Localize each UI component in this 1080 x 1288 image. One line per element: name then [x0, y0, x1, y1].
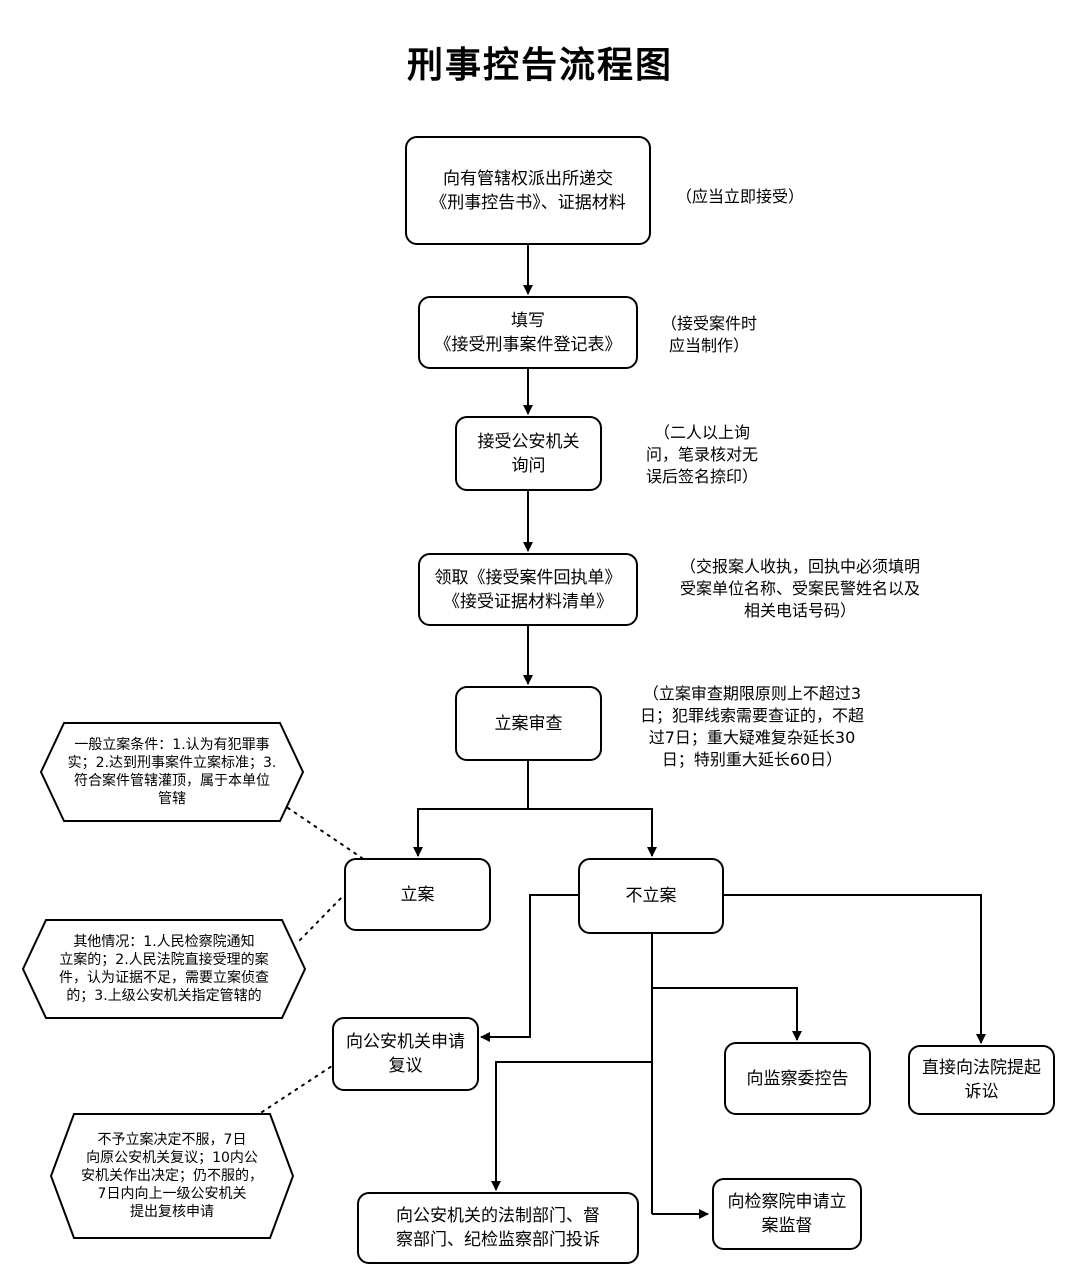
complaint-node-line2: 察部门、纪检监察部门投诉 [396, 1230, 600, 1250]
receipt-node: 领取《接受案件回执单》《接受证据材料清单》 [418, 553, 638, 626]
review-node: 立案审查 [455, 686, 602, 761]
receipt-note: （交报案人收执，回执中必须填明 受案单位名称、受案民警姓名以及 相关电话号码） [650, 556, 950, 622]
reconsider-node-line1: 向公安机关申请 [346, 1032, 465, 1052]
fill-form-note-line2: 应当制作） [668, 336, 749, 355]
procuratorate-node-line1: 向检察院申请立 [727, 1192, 847, 1212]
reconsider-rules-line3: 安机关作出决定；仍不服的， [81, 1168, 263, 1184]
other-cases-line4: 的；3.上级公安机关指定管辖的 [66, 988, 262, 1004]
general-conditions-hexagon: 一般立案条件：1.认为有犯罪事 实；2.达到刑事案件立案标准；3. 符合案件管辖… [40, 722, 304, 822]
other-cases-hexagon: 其他情况：1.人民检察院通知 立案的；2.人民法院直接受理的案 件，认为证据不足… [22, 919, 306, 1019]
general-conditions-line4: 管辖 [158, 791, 186, 807]
no-file-node: 不立案 [578, 858, 724, 934]
court-node-line2: 诉讼 [964, 1082, 999, 1102]
inquiry-note-line1: （二人以上询 [653, 423, 750, 442]
inquiry-note-line3: 误后签名捺印） [645, 467, 758, 486]
fill-form-node: 填写《接受刑事案件登记表》 [418, 296, 638, 369]
dotted-link-general [287, 807, 363, 859]
other-cases-line1: 其他情况：1.人民检察院通知 [73, 934, 255, 950]
review-note-line2: 日；犯罪线索需要查证的，不超 [639, 706, 864, 725]
court-node: 直接向法院提起诉讼 [908, 1045, 1055, 1115]
dotted-link-reconsider [261, 1065, 333, 1113]
file-case-node-line1: 立案 [400, 884, 435, 905]
other-cases-line2: 立案的；2.人民法院直接受理的案 [59, 952, 269, 968]
submit-node-line1: 向有管辖权派出所递交 [443, 168, 613, 189]
fill-form-note-line1: （接受案件时 [660, 314, 757, 333]
receipt-node-line2: 《接受证据材料清单》 [443, 591, 613, 612]
hexagon-shape [40, 722, 304, 822]
fill-form-node-line2: 《接受刑事案件登记表》 [434, 334, 622, 355]
review-note-line4: 日；特别重大延长60日） [661, 750, 843, 769]
submit-node-line2: 《刑事控告书》、证据材料 [430, 192, 626, 213]
complaint-node: 向公安机关的法制部门、督察部门、纪检监察部门投诉 [357, 1192, 639, 1264]
edge-trunk-committee [652, 987, 802, 1041]
receipt-note-line3: 相关电话号码） [743, 601, 856, 620]
review-node-line1: 立案审查 [494, 713, 563, 734]
procuratorate-node: 向检察院申请立案监督 [712, 1178, 862, 1250]
receipt-node-line1: 领取《接受案件回执单》 [434, 567, 622, 588]
complaint-node-line1: 向公安机关的法制部门、督 [396, 1206, 600, 1226]
hexagon-shape [22, 919, 306, 1019]
file-case-node: 立案 [344, 858, 491, 931]
inquiry-node-line1: 接受公安机关 [477, 431, 580, 452]
reconsider-rules-line5: 提出复核申请 [130, 1204, 214, 1220]
general-conditions-line3: 符合案件管辖灌顶，属于本单位 [74, 773, 270, 789]
general-conditions-line2: 实；2.达到刑事案件立案标准；3. [67, 755, 277, 771]
edge-review-split [413, 761, 529, 857]
supervision-committee-node-line1: 向监察委控告 [746, 1068, 849, 1089]
fill-form-note: （接受案件时 应当制作） [648, 313, 770, 357]
inquiry-note: （二人以上询 问，笔录核对无 误后签名捺印） [632, 422, 772, 488]
inquiry-node-line2: 询问 [511, 455, 546, 476]
inquiry-node: 接受公安机关询问 [455, 416, 602, 491]
reconsider-rules-line1: 不予立案决定不服，7日 [97, 1132, 247, 1148]
reconsider-rules-line2: 向原公安机关复议；10内公 [86, 1150, 258, 1166]
fill-form-node-line1: 填写 [511, 310, 545, 331]
edge-trunk-complaint [491, 1061, 652, 1191]
submit-node: 向有管辖权派出所递交《刑事控告书》、证据材料 [405, 136, 651, 245]
inquiry-note-line2: 问，笔录核对无 [645, 445, 758, 464]
review-note: （立案审查期限原则上不超过3 日；犯罪线索需要查证的，不超 过7日；重大疑难复杂… [612, 683, 892, 771]
general-conditions-line1: 一般立案条件：1.认为有犯罪事 [74, 737, 270, 753]
court-node-line1: 直接向法院提起 [922, 1058, 1041, 1078]
reconsider-node-line2: 复议 [388, 1056, 423, 1076]
page-title: 刑事控告流程图 [406, 45, 673, 86]
no-file-node-line1: 不立案 [625, 886, 677, 906]
submit-note-line1: （应当立即接受） [675, 187, 804, 206]
reconsider-node: 向公安机关申请复议 [332, 1017, 479, 1091]
receipt-note-line1: （交报案人收执，回执中必须填明 [679, 557, 920, 576]
reconsider-rules-hexagon: 不予立案决定不服，7日 向原公安机关复议；10内公 安机关作出决定；仍不服的， … [50, 1113, 294, 1239]
review-note-line3: 过7日；重大疑难复杂延长30 [648, 728, 856, 747]
receipt-note-line2: 受案单位名称、受案民警姓名以及 [679, 579, 920, 598]
supervision-committee-node: 向监察委控告 [724, 1042, 871, 1115]
edge-nofile-court [724, 894, 986, 1044]
reconsider-rules-line4: 7日内向上一级公安机关 [97, 1186, 247, 1202]
submit-note: （应当立即接受） [660, 186, 820, 208]
other-cases-line3: 件，认为证据不足，需要立案侦查 [59, 970, 269, 986]
hexagon-shape [50, 1113, 294, 1239]
review-note-line1: （立案审查期限原则上不超过3 [642, 684, 862, 703]
edge-review-nofile [528, 808, 657, 857]
edge-nofile-reconsider [480, 894, 578, 1042]
dotted-link-other [299, 894, 345, 941]
procuratorate-node-line2: 案监督 [761, 1216, 813, 1236]
